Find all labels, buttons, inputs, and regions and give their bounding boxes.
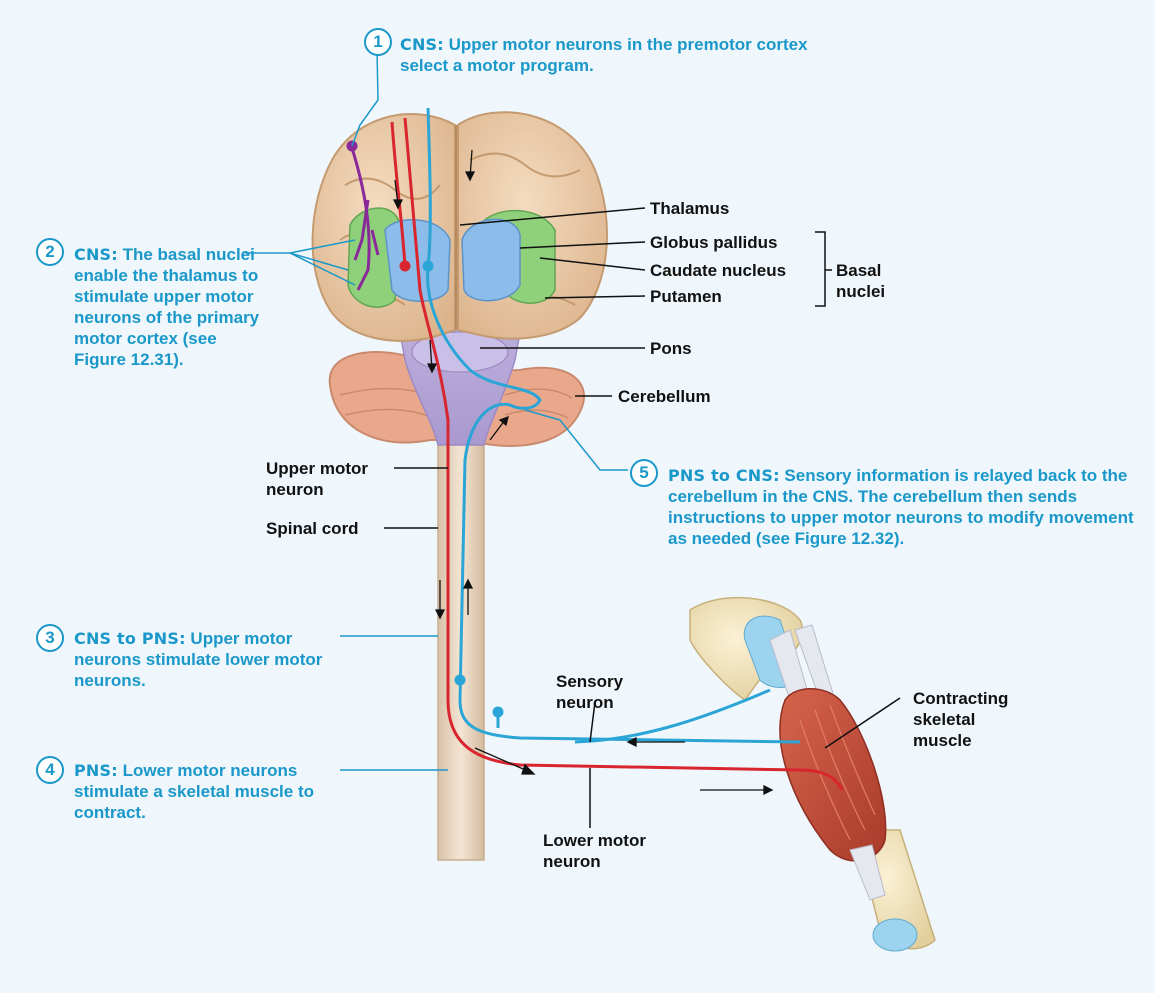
step-5-number: 5 [630, 459, 658, 487]
step-2-number: 2 [36, 238, 64, 266]
step-5-text: PNS to CNS: Sensory information is relay… [668, 465, 1148, 549]
globus-pallidus-label: Globus pallidus [650, 232, 778, 253]
step-3-number: 3 [36, 624, 64, 652]
caudate-nucleus-label: Caudate nucleus [650, 260, 786, 281]
upper-motor-neuron-label: Upper motor neuron [266, 458, 396, 500]
step-4-heading: PNS: [74, 761, 118, 780]
sensory-neuron-label: Sensory neuron [556, 671, 646, 713]
step-1-heading: CNS: [400, 35, 444, 54]
step-1-number: 1 [364, 28, 392, 56]
step-2-heading: CNS: [74, 245, 118, 264]
step-4-number: 4 [36, 756, 64, 784]
lower-motor-neuron-label: Lower motor neuron [543, 830, 653, 872]
step-1-text: CNS: Upper motor neurons in the premotor… [400, 34, 830, 76]
step-5-heading: PNS to CNS: [668, 466, 780, 485]
step-4-text: PNS: Lower motor neurons stimulate a ske… [74, 760, 344, 823]
step-1-body: Upper motor neurons in the premotor cort… [400, 35, 808, 75]
spinal-cord-label: Spinal cord [266, 518, 359, 539]
contracting-muscle-label: Contracting skeletal muscle [913, 688, 1033, 751]
step-3-heading: CNS to PNS: [74, 629, 186, 648]
cerebellum-label: Cerebellum [618, 386, 711, 407]
putamen-label: Putamen [650, 286, 722, 307]
step-3-text: CNS to PNS: Upper motor neurons stimulat… [74, 628, 334, 691]
skeletal-muscle [770, 625, 886, 900]
basal-nuclei-label: Basal nuclei [836, 260, 906, 302]
thalamus-label: Thalamus [650, 198, 729, 219]
pons-label: Pons [650, 338, 692, 359]
step-2-text: CNS: The basal nuclei enable the thalamu… [74, 244, 264, 370]
